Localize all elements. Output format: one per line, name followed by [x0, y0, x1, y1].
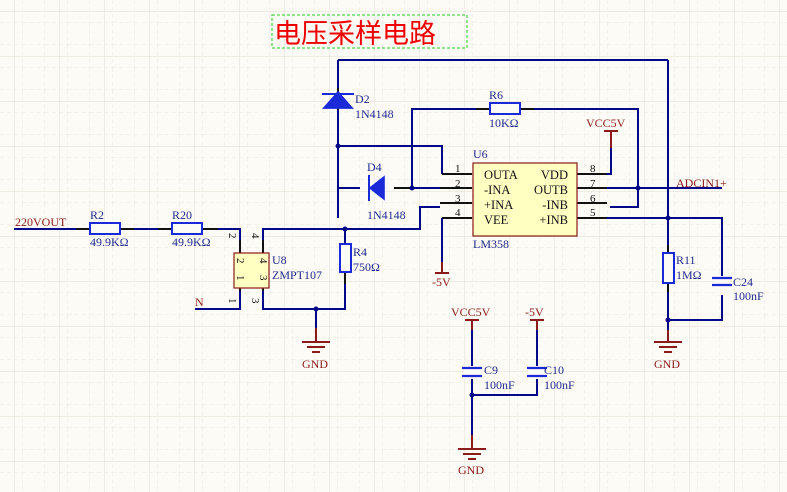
resistor-r11[interactable]: R11 1MΩ: [662, 252, 702, 284]
gnd-label-u8: GND: [302, 357, 328, 371]
d2-value: 1N4148: [355, 107, 394, 121]
c24-ref: C24: [733, 275, 753, 289]
u8-inner-pin-1: 1: [234, 275, 246, 281]
net-label-neutral: N: [195, 295, 204, 309]
r11-value: 1MΩ: [676, 268, 702, 282]
neg5v-label-u6: -5V: [432, 275, 451, 289]
gnd-symbol-decoupling[interactable]: GND: [458, 435, 486, 477]
r2-ref: R2: [90, 208, 104, 222]
c9-value: 100nF: [484, 378, 515, 392]
resistor-r6[interactable]: R6 10KΩ: [489, 88, 521, 130]
r4-value: 750Ω: [353, 260, 380, 274]
u8-pin-4: 4: [249, 233, 261, 239]
capacitor-c24[interactable]: C24 100nF: [712, 275, 764, 303]
c9-ref: C9: [484, 363, 498, 377]
u6-pin-8-num: 8: [590, 163, 596, 175]
c10-value: 100nF: [544, 378, 575, 392]
diode-d4[interactable]: D4 1N4148: [367, 160, 406, 222]
u6-pin-8-name: VDD: [541, 168, 568, 182]
u8-inner-pin-4: 4: [257, 258, 269, 264]
opamp-u6[interactable]: U6 LM358 1 2 3 4 OUTA -INA +INA VEE 8 7 …: [455, 147, 596, 251]
u6-ref: U6: [473, 147, 488, 161]
u6-pin-6-name: -INB: [542, 198, 568, 212]
u8-pin-1: 1: [226, 298, 238, 304]
gnd-label-decoupling: GND: [458, 463, 484, 477]
gnd-symbol-r11[interactable]: GND: [654, 330, 682, 371]
d4-ref: D4: [367, 160, 382, 174]
u6-pin-7-name: OUTB: [534, 183, 568, 197]
vcc5v-label-bottom: VCC5V: [451, 305, 491, 319]
c10-ref: C10: [544, 363, 564, 377]
net-label-adcin1: ADCIN1+: [676, 176, 727, 190]
power-port-vcc5v-decoupling[interactable]: VCC5V: [451, 305, 491, 330]
capacitor-c9[interactable]: C9 100nF: [462, 363, 515, 392]
u6-pin-1-num: 1: [455, 163, 461, 175]
schematic-title: 电压采样电路: [274, 19, 436, 50]
junctions: [313, 143, 671, 398]
u8-pin-3: 3: [249, 298, 261, 304]
wires: [14, 59, 723, 447]
d4-value: 1N4148: [367, 208, 406, 222]
u6-pin-5-num: 5: [590, 207, 596, 219]
title-block[interactable]: 电压采样电路: [271, 14, 468, 50]
r4-ref: R4: [353, 245, 367, 259]
neg5v-label-bottom: -5V: [525, 305, 544, 319]
r2-value: 49.9KΩ: [90, 235, 129, 249]
power-port-neg5v-u6[interactable]: -5V: [432, 262, 451, 289]
r6-value: 10KΩ: [489, 116, 519, 130]
u8-pin-2: 2: [226, 233, 238, 239]
resistor-r20[interactable]: R20 49.9KΩ: [171, 208, 211, 249]
u6-value: LM358: [473, 237, 509, 251]
r6-ref: R6: [489, 88, 503, 102]
r20-value: 49.9KΩ: [172, 235, 211, 249]
diode-d2[interactable]: D2 1N4148: [322, 90, 394, 121]
u6-pin-4-name: VEE: [484, 213, 509, 227]
u6-pin-4-num: 4: [455, 207, 461, 219]
u6-pin-5-name: +INB: [539, 213, 568, 227]
u6-pin-7-num: 7: [590, 178, 596, 190]
d2-ref: D2: [355, 92, 370, 106]
resistor-r4[interactable]: R4 750Ω: [339, 243, 380, 274]
power-port-vcc5v-u6[interactable]: VCC5V: [586, 116, 626, 148]
power-port-neg5v-decoupling[interactable]: -5V: [525, 305, 544, 330]
u6-pin-3-name: +INA: [484, 198, 513, 212]
resistor-r2[interactable]: R2 49.9KΩ: [89, 208, 129, 249]
u6-pin-6-num: 6: [590, 193, 596, 205]
u6-pin-1-name: OUTA: [484, 168, 518, 182]
u8-ref: U8: [272, 253, 287, 267]
u8-inner-pin-3: 3: [257, 275, 269, 281]
r11-ref: R11: [676, 253, 696, 267]
u8-inner-pin-2: 2: [234, 258, 246, 264]
transformer-u8[interactable]: 2 4 1 3 2 4 1 3 U8 ZMPT107: [226, 233, 322, 304]
gnd-symbol-u8[interactable]: GND: [302, 328, 330, 371]
u6-pin-2-num: 2: [455, 178, 461, 190]
net-label-220vout: 220VOUT: [15, 215, 67, 229]
gnd-label-r11: GND: [654, 357, 680, 371]
r20-ref: R20: [172, 208, 192, 222]
u6-pin-2-name: -INA: [484, 183, 510, 197]
capacitor-c10[interactable]: C10 100nF: [527, 363, 575, 392]
c24-value: 100nF: [733, 289, 764, 303]
u8-value: ZMPT107: [272, 268, 322, 282]
u6-pin-3-num: 3: [455, 193, 461, 205]
vcc5v-label-top: VCC5V: [586, 116, 626, 130]
